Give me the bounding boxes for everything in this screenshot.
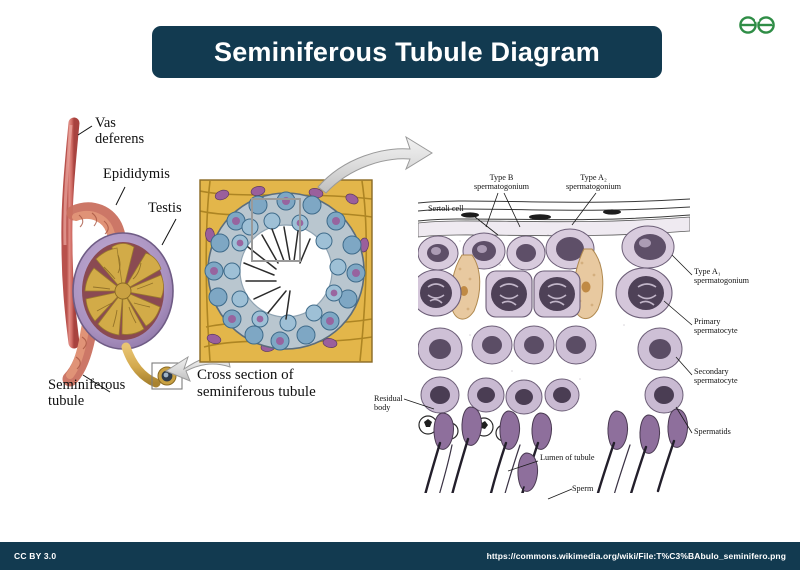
license-text: CC BY 3.0 bbox=[14, 551, 57, 561]
label-lumen-of-tubule: Lumen of tubule bbox=[540, 453, 595, 462]
source-url-text[interactable]: https://commons.wikimedia.org/wiki/File:… bbox=[486, 551, 786, 561]
label-spermatids: Spermatids bbox=[694, 427, 731, 436]
gfg-mark-icon bbox=[739, 15, 776, 34]
label-vas-deferens: Vas deferens bbox=[95, 115, 145, 148]
geeksforgeeks-logo[interactable] bbox=[728, 10, 786, 40]
leader-lines-right bbox=[403, 192, 693, 500]
label-type-b-spermatogonium: Type B spermatogonium bbox=[474, 173, 530, 192]
testis-gross-anatomy bbox=[61, 117, 183, 390]
title-banner: Seminiferous Tubule Diagram bbox=[152, 26, 662, 78]
label-residual-body: Residual body bbox=[374, 394, 403, 413]
footer-bar: CC BY 3.0 https://commons.wikimedia.org/… bbox=[0, 542, 800, 570]
tubule-histology bbox=[418, 193, 690, 493]
figure-container: Vas deferens Epididymis Testis Seminifer… bbox=[0, 95, 800, 535]
label-primary-spermatocyte: Primary spermatocyte bbox=[694, 317, 738, 336]
label-sperm: Sperm bbox=[572, 484, 594, 493]
anatomy-illustration bbox=[61, 117, 693, 500]
label-secondary-spermatocyte: Secondary spermatocyte bbox=[694, 367, 738, 386]
leader-lines-left bbox=[77, 125, 177, 393]
arrow-cross-section-to-histology bbox=[317, 135, 433, 194]
label-sertoli-cell: Sertoli cell bbox=[428, 204, 464, 213]
label-type-a2-spermatogonium: Type A₂ spermatogonium bbox=[566, 173, 622, 192]
label-testis: Testis bbox=[148, 200, 182, 216]
label-type-a1-spermatogonium: Type A₁ spermatogonium bbox=[694, 267, 750, 286]
caption-cross-section: Cross section of seminiferous tubule bbox=[197, 367, 316, 400]
page-title: Seminiferous Tubule Diagram bbox=[214, 36, 600, 67]
tubule-cross-section bbox=[200, 180, 372, 362]
label-seminiferous-tubule: Seminiferous tubule bbox=[48, 377, 126, 410]
label-epididymis: Epididymis bbox=[103, 166, 170, 182]
cross-section-frame bbox=[199, 179, 373, 363]
